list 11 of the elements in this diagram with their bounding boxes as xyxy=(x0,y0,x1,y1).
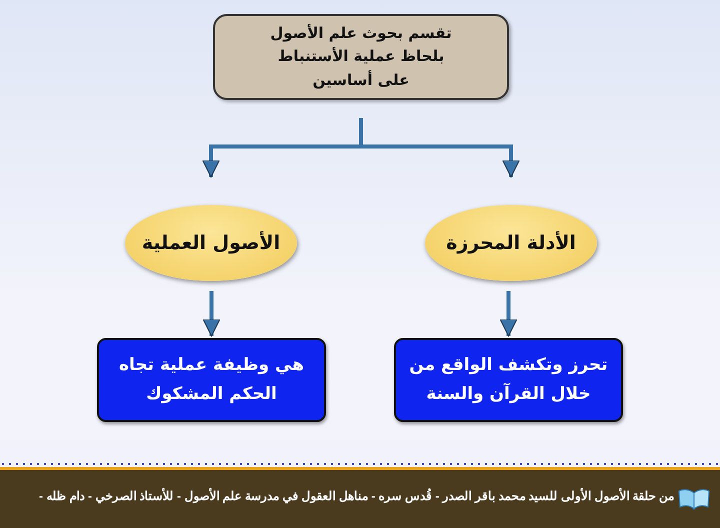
node-text: تقسم بحوث علم الأصول بلحاظ عملية الأستنباط على أساسين xyxy=(269,22,453,91)
node-text: هي وظيفة عملية تجاه الحكم المشكوك xyxy=(118,354,306,406)
description-box xyxy=(394,338,623,422)
description-box xyxy=(97,338,326,422)
arrow xyxy=(202,291,220,336)
node-text: الأدلة المحرزة xyxy=(446,232,576,254)
node-text: تحرز وتكشف الواقع من خلال القرآن والسنة xyxy=(408,354,609,406)
heading-box xyxy=(213,14,509,100)
arrow xyxy=(500,291,518,336)
source-note: من حلقة الأصول الأولى للسيد محمد باقر الصدر - قُدس سره - مناهل العقول في مدرسة علم الأصول - للأستاذ الصرخي - دام ظله - xyxy=(39,489,674,503)
node-text: الأصول العملية xyxy=(142,232,280,254)
